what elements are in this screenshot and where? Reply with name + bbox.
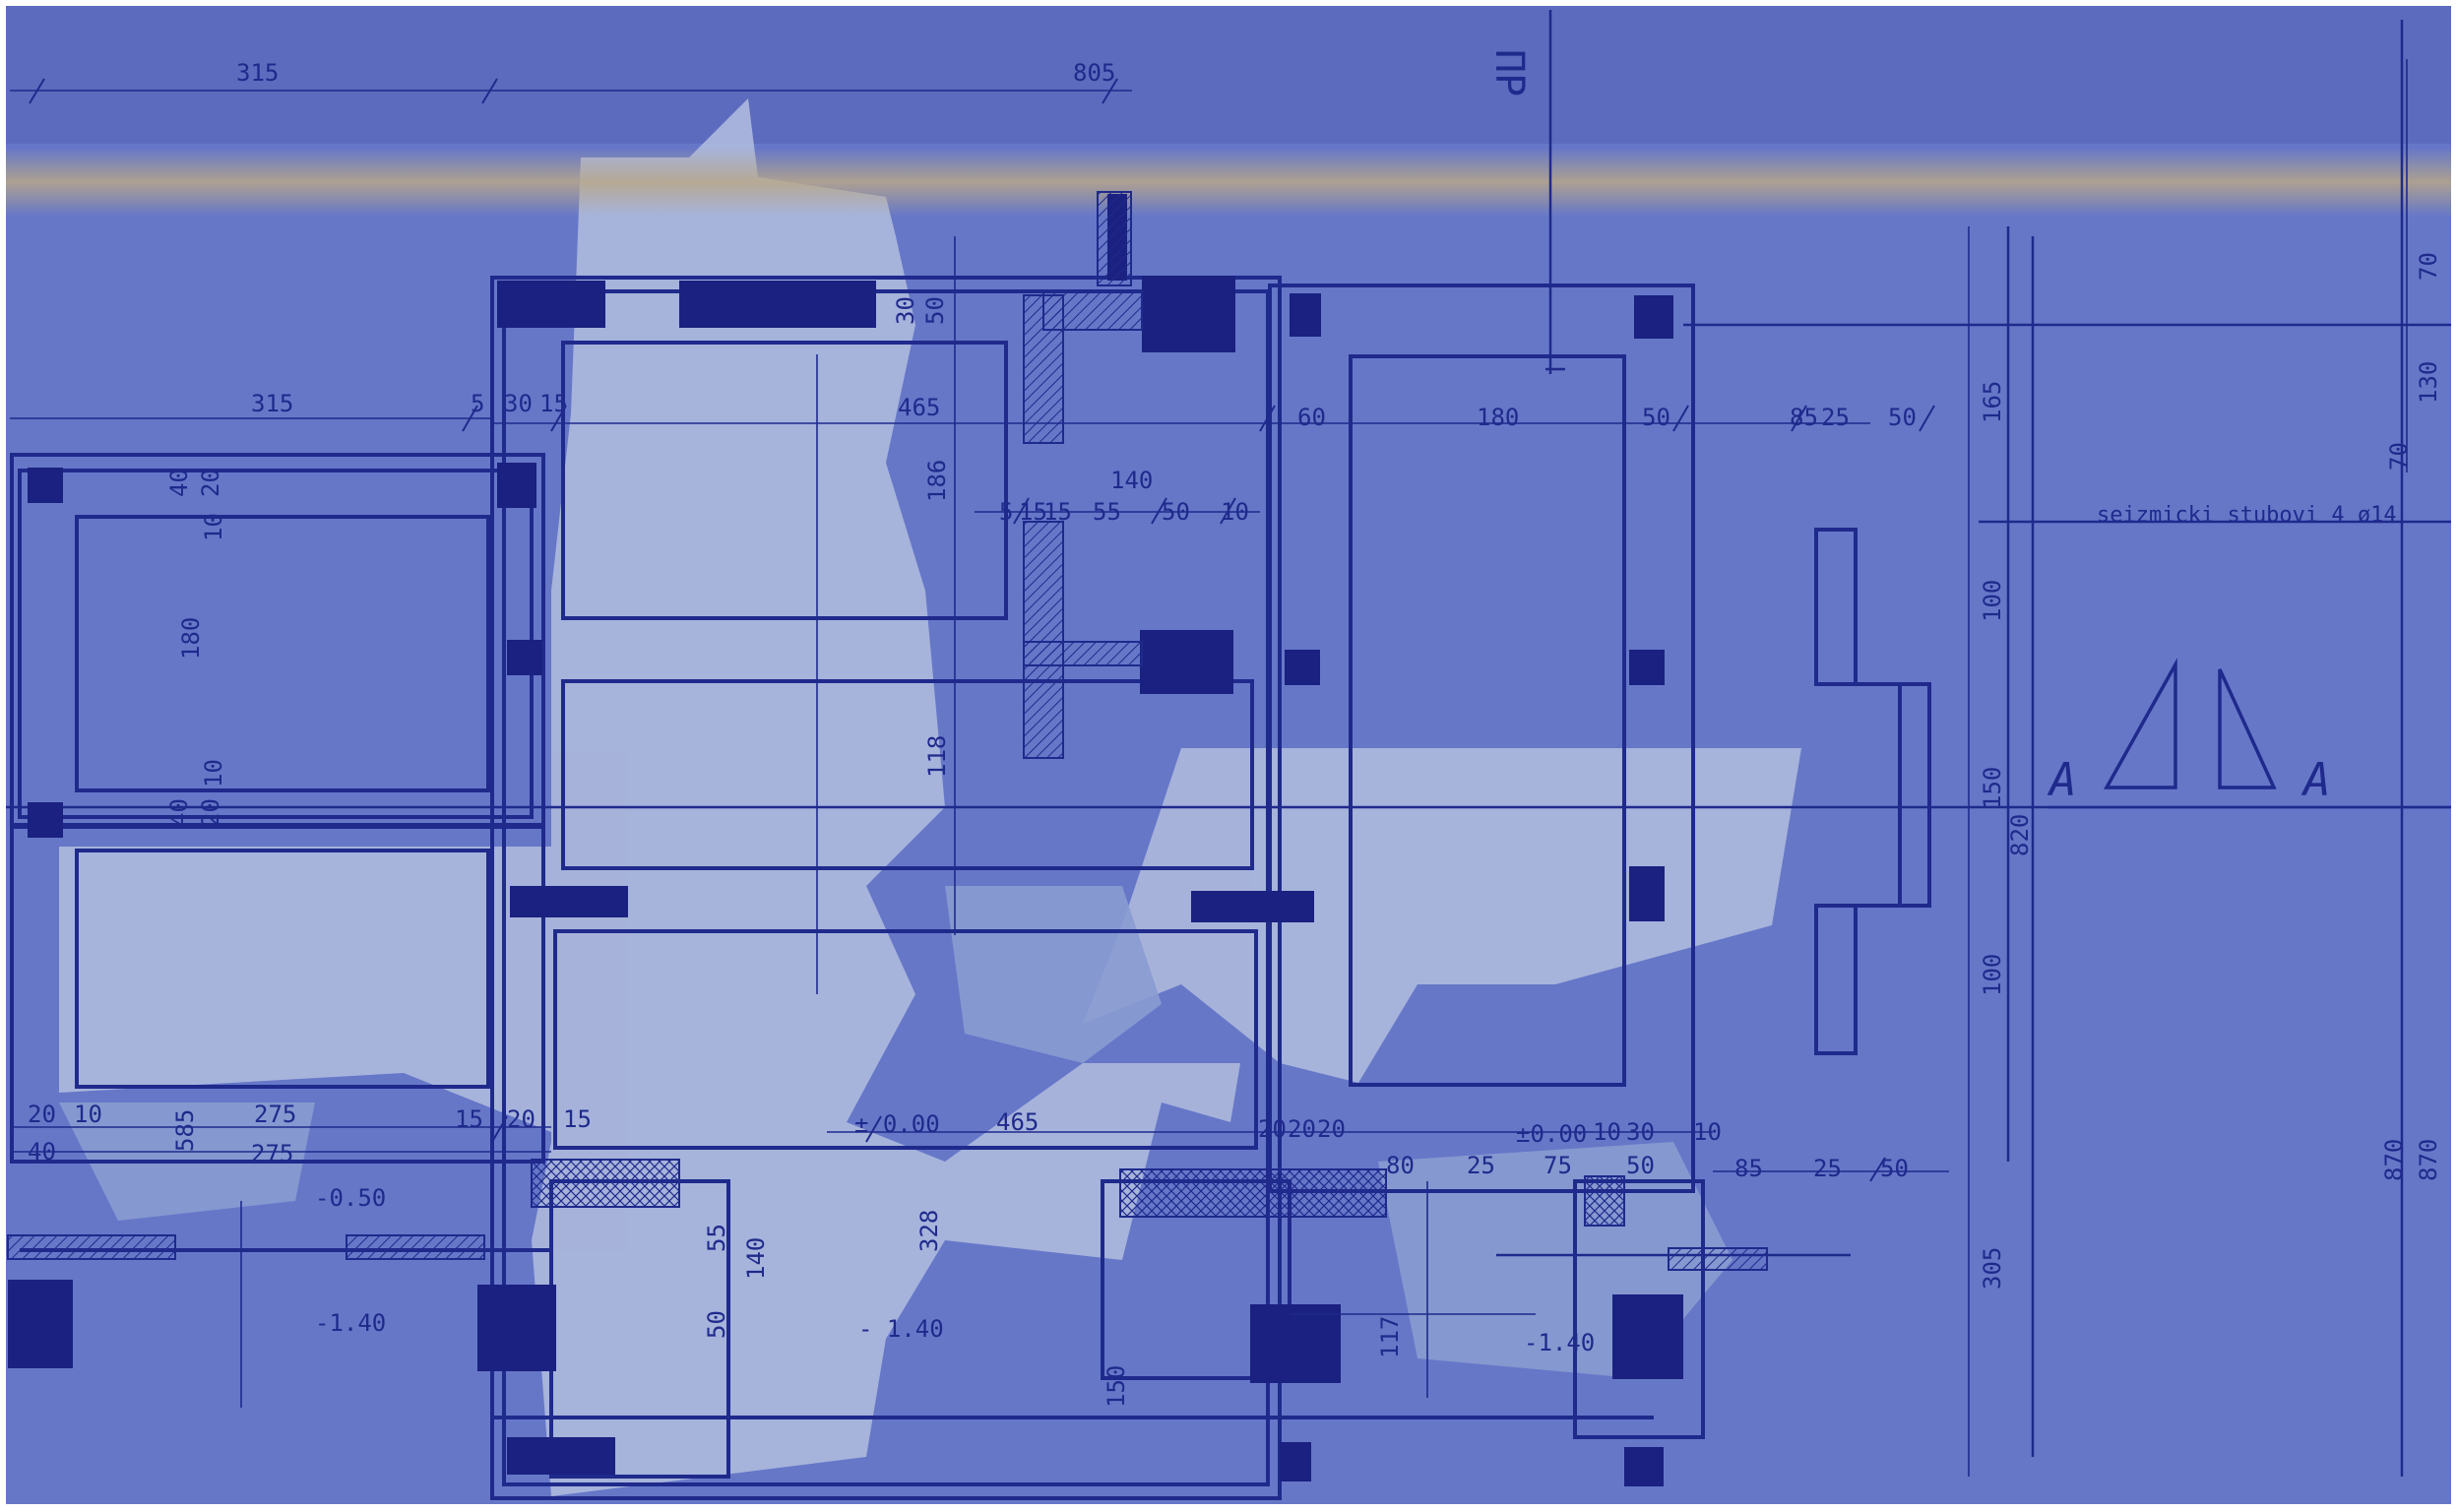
- dim-top-2: 805: [1073, 59, 1115, 87]
- dim-lower-328: 328: [915, 1210, 943, 1252]
- dim-bottom2-8: 25: [1467, 1152, 1495, 1179]
- paper-stain-band: [6, 148, 2451, 217]
- dim-row2-10: 25: [1821, 404, 1850, 431]
- dim-bottom-10: 20: [1288, 1115, 1316, 1143]
- dim-row3-1: 140: [1110, 467, 1153, 494]
- dim-left-10b: 10: [200, 759, 227, 788]
- dim-right-100a: 100: [1979, 580, 2006, 622]
- dim-row3-4: 15: [1043, 498, 1072, 526]
- section-mark-right: A: [2300, 753, 2331, 806]
- dim-right-165: 165: [1979, 381, 2006, 423]
- level-3: -0.50: [315, 1184, 386, 1212]
- dim-bottom-6: 20: [507, 1105, 536, 1133]
- dim-right-100b: 100: [1979, 954, 2006, 996]
- dim-right-130: 130: [2415, 361, 2442, 404]
- paper-top-shade: [6, 6, 2451, 144]
- dim-lower-150: 150: [1102, 1365, 1130, 1408]
- dimension-ticks: [29, 78, 1935, 1182]
- dim-left-20b: 20: [197, 798, 224, 827]
- dim-row3-7: 10: [1221, 498, 1249, 526]
- dim-right-305: 305: [1979, 1247, 2006, 1290]
- vertical-dimension-labels: 40 20 10 180 10 40 20 30 50 186 118 328 …: [165, 252, 2442, 1408]
- dimension-lines: [10, 59, 2408, 1477]
- note-seismic-columns: seizmicki stubovi 4 ø14: [2097, 503, 2397, 528]
- dim-bottom2-9: 75: [1544, 1152, 1572, 1179]
- dim-bottom-15: 10: [1693, 1118, 1722, 1146]
- dim-row2-5: 465: [898, 394, 940, 421]
- dim-row2-9: 85: [1790, 404, 1818, 431]
- dim-bottom2-10: 50: [1626, 1152, 1655, 1179]
- dim-bottom-7: 15: [563, 1105, 592, 1133]
- dim-left-585: 585: [171, 1109, 199, 1152]
- dim-bottom-2: 10: [74, 1101, 102, 1128]
- dim-bottom-5: 15: [455, 1105, 483, 1133]
- dim-left-40a: 40: [165, 469, 193, 497]
- dim-bottom-14: 30: [1626, 1118, 1655, 1146]
- dim-left-10a: 10: [200, 513, 227, 541]
- dim-mid-186: 186: [923, 460, 951, 502]
- dim-left-40b: 40: [165, 798, 193, 827]
- dim-row3-3: 15: [1019, 498, 1047, 526]
- dim-lower-50: 50: [703, 1310, 730, 1339]
- dim-row2-11: 50: [1888, 404, 1917, 431]
- dim-bottom-9: 20: [1258, 1115, 1287, 1143]
- dim-row2-1: 315: [251, 390, 293, 417]
- dim-right-870b: 870: [2415, 1139, 2442, 1181]
- dim-mid-50: 50: [921, 296, 949, 325]
- dim-bottom2-7: 80: [1386, 1152, 1415, 1179]
- dim-right-820: 820: [2006, 814, 2034, 856]
- dim-bottom2-2: 275: [251, 1140, 293, 1167]
- dim-row2-2: 5: [471, 390, 484, 417]
- section-markers: [2104, 658, 2277, 789]
- dim-right-70b: 70: [2385, 442, 2413, 471]
- dim-right-150: 150: [1979, 767, 2006, 809]
- dim-row2-7: 180: [1477, 404, 1519, 431]
- dim-bottom-13: 10: [1593, 1118, 1621, 1146]
- dim-mid-118: 118: [923, 735, 951, 778]
- dim-left-20a: 20: [197, 469, 224, 497]
- dim-bottom-8: 465: [996, 1108, 1039, 1136]
- dim-lower-55: 55: [703, 1224, 730, 1252]
- dim-bottom2-11: 85: [1734, 1155, 1763, 1182]
- dim-right-70: 70: [2415, 252, 2442, 281]
- dim-row2-8: 50: [1642, 404, 1670, 431]
- dim-row2-4: 15: [539, 390, 568, 417]
- dim-top-1: 315: [236, 59, 279, 87]
- dim-row2-6: 60: [1297, 404, 1326, 431]
- level-5: - 1.40: [858, 1315, 944, 1343]
- dimension-labels: ПР 315 805 315 5 30 15 465 60 180 50 85 …: [28, 49, 2397, 1356]
- dim-row3-6: 50: [1162, 498, 1190, 526]
- level-6: -1.40: [1524, 1329, 1595, 1356]
- dim-mid-30: 30: [892, 296, 919, 325]
- dim-lower-140: 140: [742, 1237, 770, 1280]
- level-4: -1.40: [315, 1309, 386, 1337]
- dim-bottom2-13: 50: [1880, 1155, 1909, 1182]
- structural-columns: [8, 194, 1683, 1486]
- dim-lower-117: 117: [1376, 1316, 1404, 1358]
- dim-bottom2-1: 40: [28, 1138, 56, 1166]
- dim-left-180: 180: [177, 617, 205, 660]
- dim-bottom2-12: 25: [1813, 1155, 1842, 1182]
- dim-right-870a: 870: [2380, 1139, 2408, 1181]
- section-mark-left: A: [2047, 753, 2077, 806]
- dim-row3-5: 55: [1093, 498, 1121, 526]
- dim-bottom-1: 20: [28, 1101, 56, 1128]
- hatched-walls: [7, 191, 1768, 1271]
- dim-bottom-4: 275: [254, 1101, 296, 1128]
- dim-row3-2: 5: [999, 498, 1013, 526]
- level-1: ± 0.00: [854, 1110, 940, 1138]
- dim-row2-3: 30: [504, 390, 533, 417]
- floor-plan-walls: [10, 276, 1931, 1500]
- dim-bottom-11: 20: [1317, 1115, 1346, 1143]
- level-2: ±0.00: [1516, 1120, 1587, 1148]
- title-fragment: ПР: [1486, 49, 1532, 96]
